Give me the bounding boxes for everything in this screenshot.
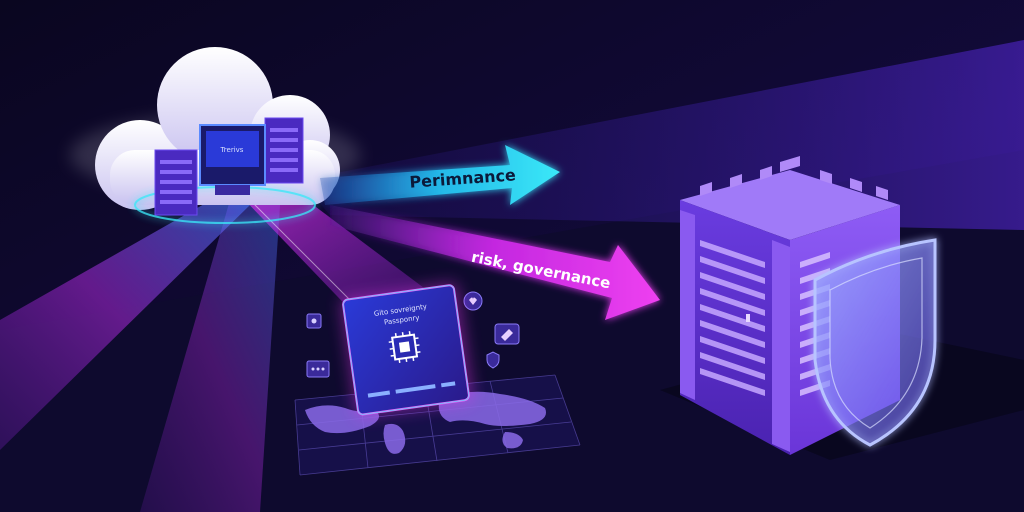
monitor-text: Trerivs [220,146,244,154]
light-beam-down [140,200,280,512]
passport-card: Gito sovreignty Passponry [340,282,473,417]
small-shield-icon [486,351,500,369]
heart-badge-icon [463,291,483,311]
performance-arrow [320,145,560,205]
shield-icon [813,238,937,447]
cloud-monitor [199,124,266,195]
cloud-server-left [154,149,198,216]
light-beam-passport [240,195,440,320]
light-beam-left [0,195,250,450]
risk-governance-arrow [330,205,660,320]
cloud-server-right [264,117,304,184]
chip-icon [388,331,421,363]
beam-line [244,194,361,311]
chat-bubble-icon [306,360,330,378]
tag-badge-icon [494,323,520,345]
lock-badge-icon [306,313,322,329]
